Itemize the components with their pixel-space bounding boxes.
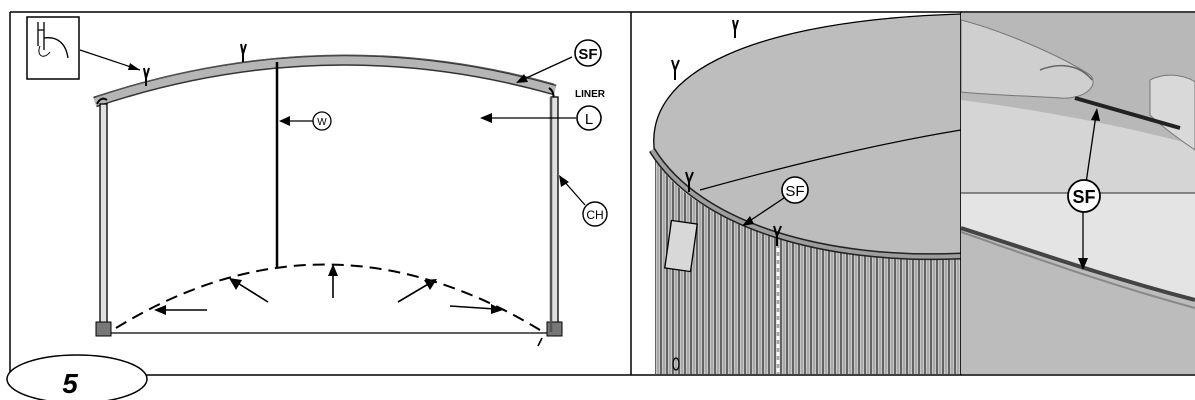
clip-icon: [671, 59, 680, 80]
expansion-arrows: [154, 264, 543, 347]
sf-callout-circle: [1067, 179, 1101, 213]
right-post: [546, 96, 563, 337]
l-callout-circle: [576, 105, 602, 131]
sf-label: SF: [1072, 187, 1095, 207]
expansion-arc: [115, 263, 541, 331]
left-panel: SF LINER L W CH 5: [6, 16, 608, 400]
clip-icon: [143, 67, 150, 86]
clip-icon: [240, 43, 247, 62]
right-panel-photo: SF: [961, 13, 1195, 374]
left-post: [95, 103, 112, 337]
sf-label: SF: [578, 46, 597, 63]
liner-caption: LINER: [575, 89, 606, 100]
hand: [961, 19, 1094, 99]
liner-label: L: [585, 111, 593, 128]
wall-label: W: [317, 117, 327, 128]
ch-callout-circle: [582, 201, 608, 227]
channel-label: CH: [586, 208, 603, 222]
sf-label: SF: [785, 183, 804, 200]
pool-wall: [655, 160, 961, 374]
sf-callout-circle: [574, 39, 602, 67]
step-number-badge: [6, 354, 148, 400]
clip-icon: [685, 171, 694, 192]
clip-icon: [773, 225, 782, 246]
step-number: 5: [62, 368, 78, 399]
figure-frame: [9, 11, 1195, 376]
clip-detail-inset: [26, 16, 80, 80]
sf-callout-circle: [781, 176, 809, 204]
tool: [1074, 96, 1181, 130]
clip-icon: [732, 19, 739, 38]
middle-panel: SF: [649, 13, 961, 374]
skimmer-frame-band: [93, 54, 557, 108]
w-callout-circle: [312, 111, 332, 131]
skimmer-opening: [664, 219, 698, 273]
